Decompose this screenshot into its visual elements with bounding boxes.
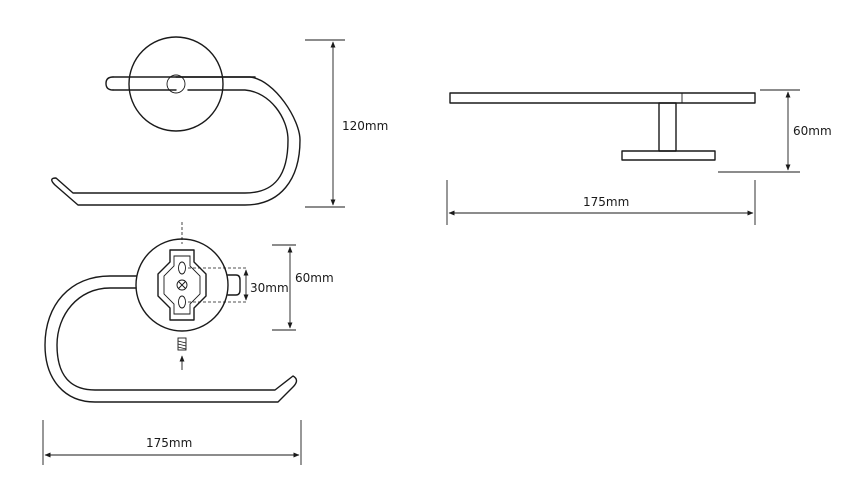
dim-label-175-top: 175mm (583, 195, 629, 209)
mount-bracket-inner (163, 255, 201, 315)
top-view: 60mm 175mm (446, 89, 832, 225)
dim-label-30: 30mm (250, 281, 289, 295)
base-top-view (621, 150, 716, 161)
set-screw-hole (176, 279, 188, 291)
arm-top-view (449, 92, 756, 104)
wall-rosette (128, 36, 224, 132)
bar-end-cap (105, 76, 114, 91)
dim-label-60-top: 60mm (793, 124, 832, 138)
dim-label-175-bottom: 175mm (146, 436, 192, 450)
dim-label-120: 120mm (342, 119, 388, 133)
dim-label-60-bottom: 60mm (295, 271, 334, 285)
holder-arm (51, 76, 301, 206)
rosette-center (166, 74, 186, 94)
screw-slot-bottom (178, 295, 186, 309)
screw-thread (177, 340, 187, 350)
front-view: 120mm (51, 36, 388, 208)
rear-view: 30mm 60mm 175mm (42, 222, 334, 465)
holder-arm-rear (44, 275, 298, 403)
stem-top-view (658, 102, 677, 152)
mount-bracket (157, 249, 207, 321)
side-stub (227, 274, 241, 296)
set-screw-cross (178, 281, 186, 289)
screw-slot-top (178, 261, 186, 275)
